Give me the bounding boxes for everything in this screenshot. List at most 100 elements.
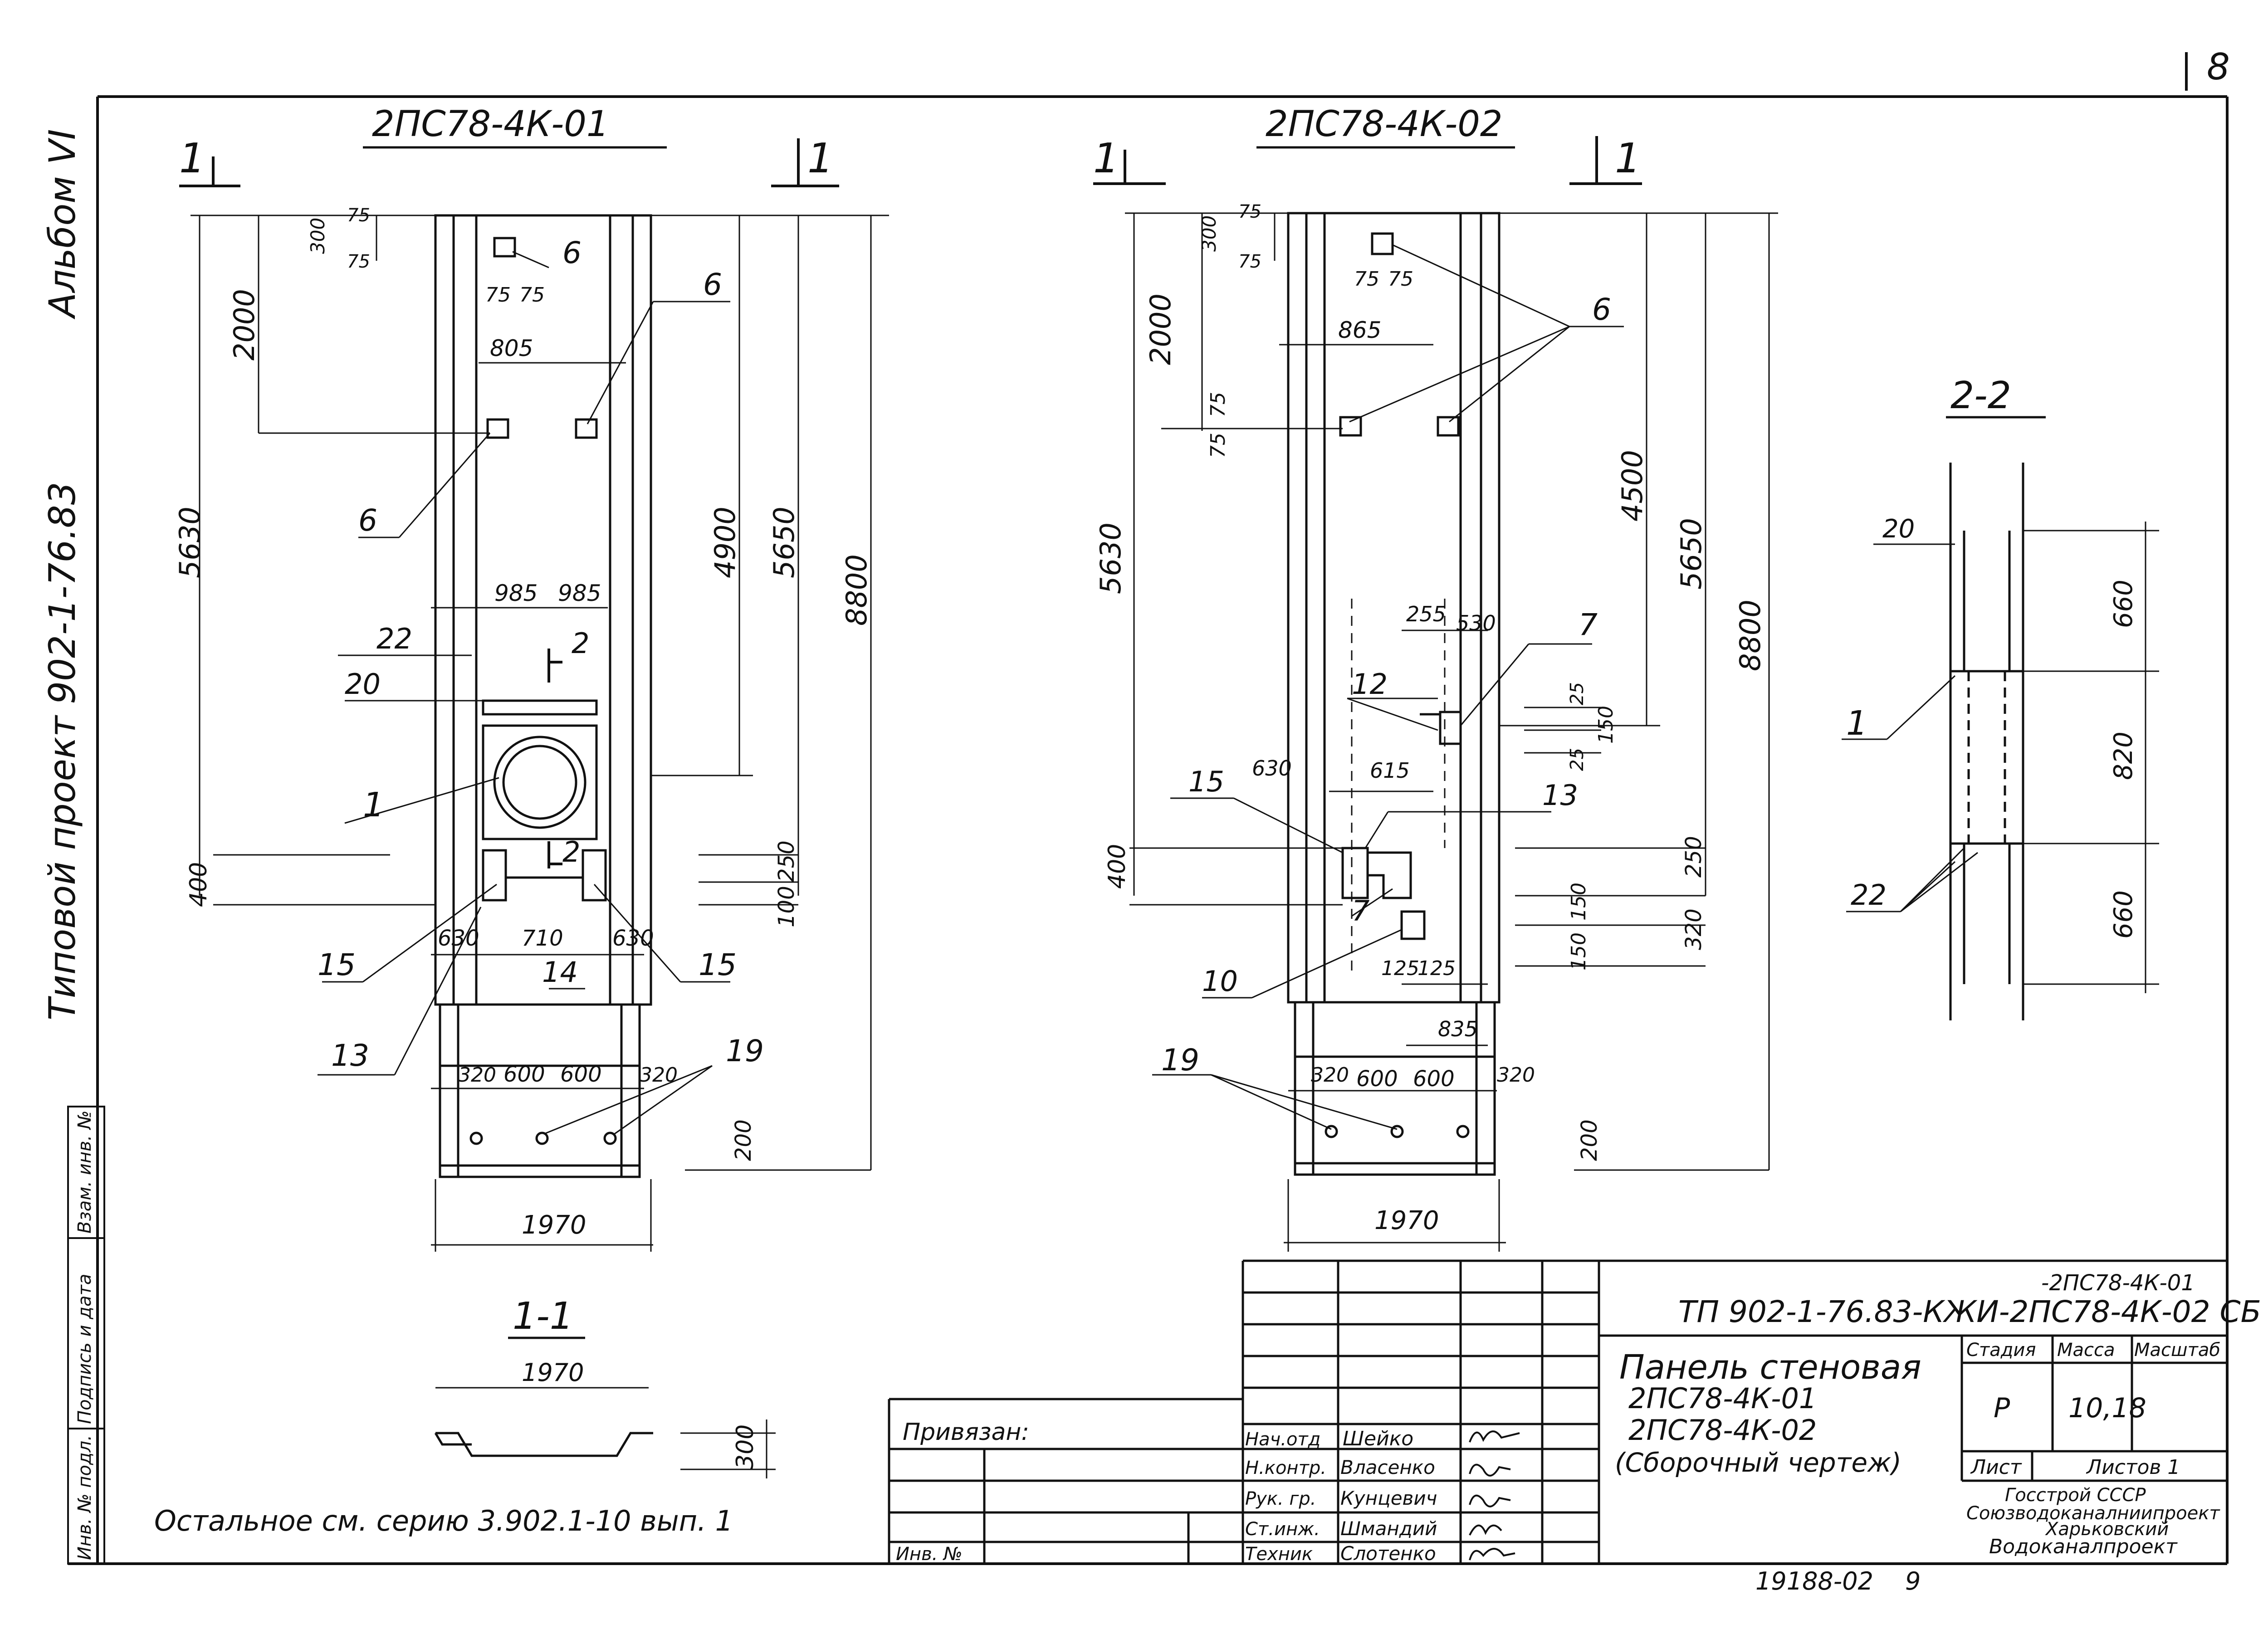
p2-section-marker-left: 1 [1093, 135, 1119, 182]
p2-dim-150b: 150 [1567, 883, 1590, 921]
section11-title: 1-1 [513, 1295, 573, 1338]
p1-callout-6a: 6 [562, 235, 582, 270]
section22-callout-20: 20 [1882, 514, 1915, 544]
project-label: Типовой проект 902-1-76.83 [41, 482, 83, 1020]
role-4: Техник [1245, 1544, 1313, 1565]
p1-callout-19: 19 [726, 1034, 764, 1068]
p1-dim-75a: 75 [347, 205, 370, 226]
p2-dim-320b: 320 [1311, 1063, 1349, 1087]
section22-dim-660a: 660 [2109, 580, 2138, 628]
section22-callout-1: 1 [1846, 704, 1867, 743]
p2-dim-600b: 600 [1413, 1066, 1455, 1092]
section-marker-left: 1 [179, 135, 205, 182]
p1-callout-13: 13 [331, 1038, 369, 1073]
p1-dim-250: 250 [774, 840, 799, 882]
p2-dim-300: 300 [1198, 215, 1220, 252]
sheet-frame [68, 52, 2229, 1565]
p1-dim-75b: 75 [347, 251, 370, 272]
product-title-1: Панель стеновая [1619, 1348, 1921, 1387]
p1-dim-5630: 5630 [173, 507, 206, 578]
p2-callout-10: 10 [1202, 965, 1238, 998]
p2-dim-250: 250 [1681, 836, 1706, 878]
p1-dim-630b: 630 [612, 926, 654, 951]
page-number: 8 [2207, 46, 2230, 88]
p2-dim-150a: 150 [1594, 706, 1618, 744]
name-1: Власенко [1340, 1456, 1435, 1478]
role-2: Рук. гр. [1245, 1488, 1316, 1509]
p2-dim-75f: 75 [1207, 433, 1230, 458]
org-line-4: Водоканалпроект [1989, 1535, 2178, 1558]
p2-dim-8800: 8800 [1734, 600, 1767, 671]
p1-section-2-bottom: 2 [562, 835, 580, 868]
general-note: Остальное см. серию 3.902.1-10 вып. 1 [154, 1504, 733, 1537]
value-stage: Р [1994, 1392, 2010, 1424]
p1-dim-630a: 630 [438, 926, 479, 951]
org-line-3: Харьковский [2045, 1519, 2169, 1540]
role-3: Ст.инж. [1245, 1519, 1320, 1540]
p1-callout-6b: 6 [703, 267, 722, 302]
org-line-1: Госстрой СССР [2005, 1485, 2146, 1506]
p2-dim-2000: 2000 [1144, 293, 1177, 365]
product-title-3: 2ПС78-4К-02 [1628, 1414, 1817, 1447]
p2-dim-5650: 5650 [1675, 518, 1708, 590]
p2-dim-200: 200 [1577, 1119, 1602, 1161]
name-3: Шмандий [1340, 1517, 1437, 1540]
archive-number: 19188-02 [1755, 1567, 1873, 1595]
privyazan-label: Привязан: [903, 1419, 1029, 1446]
name-0: Шейко [1343, 1427, 1413, 1450]
value-mass: 10,18 [2068, 1392, 2146, 1424]
p1-dim-4900: 4900 [709, 507, 742, 578]
role-1: Н.контр. [1245, 1458, 1326, 1478]
panel2-dimension-lines [1125, 212, 1778, 1252]
p2-dim-150c: 150 [1567, 932, 1590, 971]
p1-callout-20: 20 [345, 668, 381, 701]
panel1-body [434, 214, 652, 1178]
section-1-1: 1-1 1970 300 [434, 1295, 776, 1478]
org-line-2: Союзводоканалниипроект [1966, 1503, 2220, 1524]
p1-section-2-top: 2 [572, 627, 589, 660]
section-marker-right: 1 [807, 135, 833, 182]
p2-dim-255: 255 [1406, 602, 1446, 626]
p1-dim-100: 100 [774, 886, 799, 927]
p2-dim-530: 530 [1456, 611, 1496, 635]
p2-callout-12: 12 [1352, 668, 1388, 701]
p2-callout-13: 13 [1542, 779, 1578, 812]
p2-section-marker-right: 1 [1615, 135, 1641, 182]
p2-dim-25a: 25 [1567, 682, 1588, 705]
stamp-vzam-inv: Взам. инв. № [74, 1110, 95, 1234]
archive-sheet: 9 [1905, 1567, 1921, 1595]
p2-dim-125b: 125 [1418, 957, 1456, 980]
section11-dim-1970: 1970 [522, 1358, 584, 1387]
p1-dim-805: 805 [490, 335, 533, 361]
role-0: Нач.отд [1245, 1429, 1320, 1450]
p2-dim-320c: 320 [1497, 1063, 1535, 1087]
p1-dim-320b: 320 [640, 1063, 678, 1087]
section-2-2: 2-2 20 1 [1842, 374, 2159, 1020]
p2-callout-15: 15 [1188, 765, 1224, 798]
side-stamp [67, 1106, 105, 1565]
p1-dim-400: 400 [185, 862, 212, 907]
p2-callout-6: 6 [1592, 292, 1611, 327]
p1-dim-200: 200 [731, 1119, 756, 1161]
p1-dim-600b: 600 [560, 1062, 602, 1087]
p1-dim-600a: 600 [503, 1062, 545, 1087]
signatures [1469, 1430, 1520, 1561]
p1-callout-22: 22 [376, 622, 412, 655]
p2-dim-75c: 75 [1354, 268, 1379, 291]
p1-callout-15a: 15 [318, 947, 356, 982]
name-2: Кунцевич [1340, 1487, 1437, 1509]
title-block [888, 1259, 2227, 1564]
p1-dim-985a: 985 [494, 580, 538, 606]
section22-dim-660b: 660 [2109, 890, 2138, 939]
p1-callout-6c: 6 [358, 503, 377, 538]
p2-dim-1970: 1970 [1374, 1206, 1439, 1235]
header-stage: Стадия [1966, 1340, 2036, 1361]
p1-dim-5650: 5650 [767, 507, 801, 578]
product-title-2: 2ПС78-4К-01 [1628, 1382, 1817, 1415]
header-mass: Масса [2057, 1340, 2115, 1361]
code-line-2: ТП 902-1-76.83-КЖИ-2ПС78-4К-02 СБ [1678, 1294, 2261, 1329]
panel1-leaders [318, 251, 730, 1135]
p1-dim-1970: 1970 [522, 1210, 587, 1240]
p2-callout-19: 19 [1161, 1043, 1199, 1078]
